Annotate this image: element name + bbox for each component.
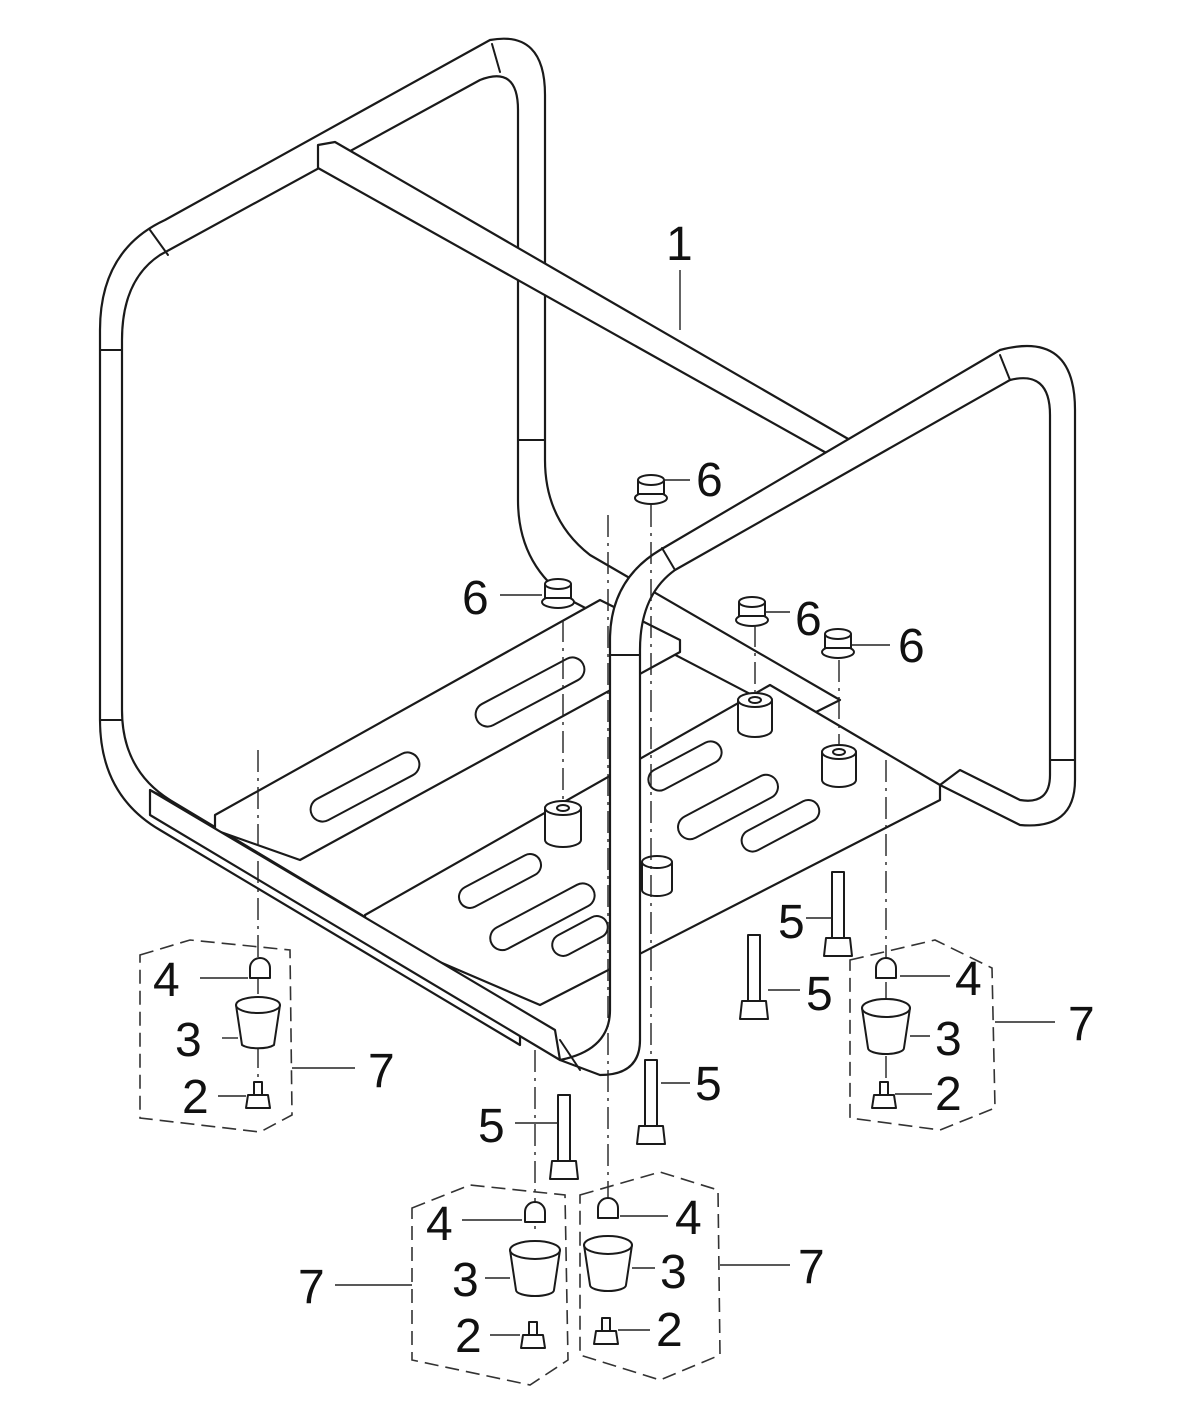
callout-5-c: 5 — [695, 1058, 722, 1111]
foot-assembly-left — [139, 939, 293, 1133]
callout-5-a: 5 — [778, 896, 805, 949]
callout-3-right: 3 — [935, 1013, 962, 1066]
callout-4-bottom-right: 4 — [675, 1192, 702, 1245]
flange-nut-4 — [821, 628, 855, 659]
callout-4-left: 4 — [153, 954, 180, 1007]
callout-3-bottom-left: 3 — [452, 1254, 479, 1307]
long-bolt-4 — [549, 1094, 579, 1180]
callout-7-bottom-left: 7 — [298, 1261, 325, 1314]
callout-2-bottom-left: 2 — [455, 1310, 482, 1363]
callout-5-b: 5 — [806, 968, 833, 1021]
flange-nut-2 — [541, 578, 575, 609]
long-bolt-1 — [823, 871, 853, 957]
callout-2-left: 2 — [182, 1071, 209, 1124]
callout-2-bottom-right: 2 — [656, 1304, 683, 1357]
callout-3-left: 3 — [175, 1014, 202, 1067]
callout-6-a: 6 — [696, 454, 723, 507]
callout-1: 1 — [666, 218, 693, 271]
callout-7-right: 7 — [1068, 998, 1095, 1051]
callout-7-left: 7 — [368, 1045, 395, 1098]
foot-assembly-bottom-right — [579, 1171, 721, 1381]
callout-4-right: 4 — [955, 953, 982, 1006]
foot-assembly-bottom-left — [411, 1184, 569, 1386]
long-bolt-3 — [636, 1059, 666, 1145]
long-bolt-2 — [739, 934, 769, 1020]
frame-tube-assembly — [98, 37, 1077, 1077]
leader-lines — [200, 270, 1055, 1336]
callout-4-bottom-left: 4 — [426, 1198, 453, 1251]
flange-nuts — [541, 474, 855, 659]
callout-6-d: 6 — [898, 620, 925, 673]
foot-assembly-right — [849, 939, 996, 1131]
assembly-axis-lines — [257, 505, 887, 1230]
flange-nut-3 — [735, 596, 769, 627]
callout-5-d: 5 — [478, 1100, 505, 1153]
long-bolts — [549, 871, 853, 1180]
flange-nut-1 — [634, 474, 668, 505]
callout-6-b: 6 — [462, 572, 489, 625]
callout-2-right: 2 — [935, 1068, 962, 1121]
callout-labels: 1 6 6 6 6 5 5 5 5 4 3 2 7 4 3 2 7 4 3 2 … — [153, 218, 1095, 1363]
callout-7-bottom-right: 7 — [798, 1241, 825, 1294]
callout-3-bottom-right: 3 — [660, 1246, 687, 1299]
callout-6-c: 6 — [795, 593, 822, 646]
